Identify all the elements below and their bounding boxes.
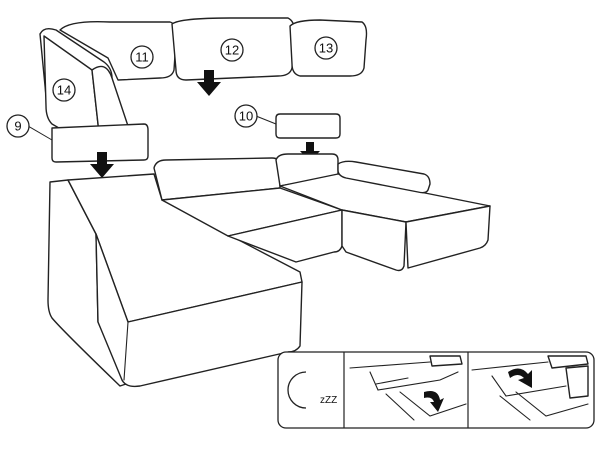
part-number-14: 14 [57, 83, 71, 98]
small-cushion-10 [275, 113, 341, 139]
part-badge-12: 12 [220, 38, 244, 62]
part-number-9: 9 [14, 119, 21, 134]
sofa-right-section [275, 153, 491, 272]
crescent-moon-icon [287, 371, 307, 409]
inset-step-pull-out [349, 355, 467, 421]
part-number-11: 11 [135, 50, 149, 65]
part-badge-11: 11 [130, 45, 154, 69]
inset-step-fold-down [471, 355, 589, 421]
sleep-label: zZZ [320, 395, 337, 406]
part-badge-14: 14 [52, 78, 76, 102]
small-cushion-9 [51, 123, 149, 163]
sofa-left-chaise [47, 173, 303, 388]
part-badge-10: 10 [234, 104, 277, 128]
part-number-13: 13 [319, 41, 333, 56]
part-badge-9: 9 [6, 114, 53, 141]
part-badge-13: 13 [314, 36, 338, 60]
part-number-10: 10 [239, 109, 253, 124]
down-arrow-12 [197, 70, 221, 96]
sleep-conversion-inset: zZZ [277, 351, 595, 429]
down-arrow-9 [90, 152, 114, 178]
sofa-middle-section [153, 157, 343, 263]
down-arrow-10 [300, 142, 320, 162]
part-number-12: 12 [225, 43, 239, 58]
